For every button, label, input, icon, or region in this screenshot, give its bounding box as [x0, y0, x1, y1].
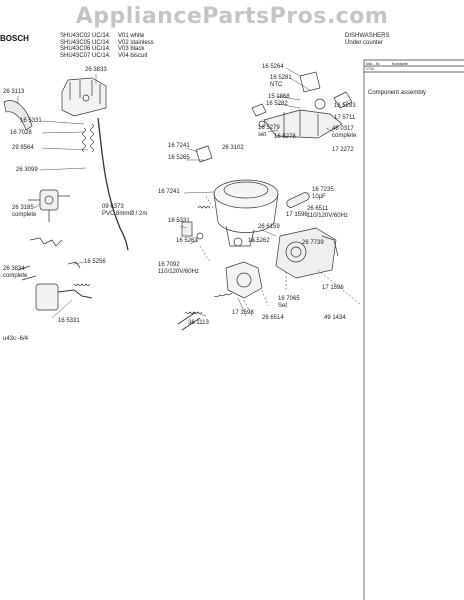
part-number-label: 16 7092 110/120V/60Hz [158, 262, 199, 275]
category-title: DISHWASHERS [345, 33, 390, 39]
section-title: Component assembly [368, 90, 427, 96]
model-line: SHU43C06 UC/14. [60, 46, 111, 53]
part-number-label: 16 5265 [168, 155, 190, 161]
part-number-label: 48 0317 complete [332, 126, 357, 139]
variant-list: V01 white V02 stainless V03 black V04 bi… [118, 33, 154, 59]
part-number-label: 16 5262 [248, 238, 270, 244]
part-number-label: 16 5264 [262, 64, 284, 70]
part-number-label: 26 3833 [85, 67, 107, 73]
part-number-label: 29 8564 [12, 145, 34, 151]
drain-pump-drawing [213, 261, 263, 299]
capacitor-drawing [286, 192, 310, 208]
part-number-label: 16 5263 [176, 238, 198, 244]
part-number-label: 36 1113 [188, 320, 209, 326]
part-number-label: 16 5331 [168, 218, 190, 224]
part-number-label: 16 7241 [168, 143, 190, 149]
pump-lower-left-drawing [35, 261, 93, 311]
part-number-label: 16 7028 [10, 130, 32, 136]
part-number-label: 17 5711 [334, 115, 356, 121]
part-number-label: 26 3113 [3, 89, 25, 95]
part-number-label: 26 3834 complete [3, 266, 28, 279]
circulation-pump-drawing [275, 227, 339, 279]
bracket-part-drawing [61, 77, 107, 117]
mat-nr-label: Mat. - Nr. [366, 62, 381, 66]
part-number-label: 16 5279 set [258, 125, 280, 138]
part-number-label: 26 6159 [258, 224, 280, 230]
cover-part-drawing [3, 100, 33, 131]
connector-drawing [181, 145, 213, 240]
variant-line: V04 biscuit [118, 52, 148, 59]
part-number-label: 16 5256 [84, 259, 106, 265]
part-number-label: 26 3102 [222, 145, 244, 151]
drain-hose-drawing [177, 311, 201, 331]
part-number-label: 16 5331 [20, 118, 42, 124]
model-line: SHU43C02 UC/14. [60, 33, 111, 39]
part-number-label: 49 1434 [324, 315, 346, 321]
category-subtitle: Under counter [345, 40, 384, 46]
part-number-label: 17 1596 [322, 285, 344, 291]
part-number-label: 16 5281 NTC [270, 75, 292, 88]
konstante-label: Konstante [392, 62, 408, 66]
part-number-label: 16 5282 [266, 101, 288, 107]
part-number-label: 26 3185 complete [12, 205, 37, 218]
part-number-label: 17 1596 [286, 212, 308, 218]
drawing-code: u43c -6/4 [3, 336, 29, 342]
part-number-label: 15 1868 [268, 94, 290, 100]
part-number-label: 17 2272 [332, 147, 354, 153]
watermark-text: AppliancePartsPros.com [75, 4, 389, 29]
brand-logo-text: BOSCH [0, 34, 29, 43]
part-number-label: 16 7065 Set [278, 296, 300, 309]
spring-drawing [82, 123, 94, 153]
part-number-label: 16 5331 [58, 318, 80, 324]
variant-line: V03 black [118, 46, 145, 53]
model-line: SHU43C05 UC/14. [60, 39, 111, 46]
sump-housing-drawing [213, 179, 279, 247]
part-number-label: 09 6373 PVC 8mmØ / 2m [102, 204, 148, 217]
part-number-label: 16 7235 10µF [312, 187, 334, 200]
variant-line: V01 white [118, 33, 145, 39]
model-list: SHU43C02 UC/14. SHU43C05 UC/14. SHU43C06… [60, 33, 111, 59]
part-number-label: 26 3099 [16, 167, 38, 173]
part-number-label: 16 7241 [158, 189, 180, 195]
part-number-label: 16 5283 [334, 103, 356, 109]
heater-assembly-drawing [251, 71, 353, 139]
hose-drawing [97, 117, 129, 251]
part-number-label: 26 7739 [302, 240, 324, 246]
variant-line: V02 stainless [118, 39, 154, 46]
mat-nr-value: 2740 [366, 67, 374, 71]
part-number-label: 16 5278 [274, 134, 296, 140]
model-line: SHU43C07 UC/14. [60, 52, 111, 59]
part-number-label: 26 6514 [262, 315, 284, 321]
part-number-label: 17 1598 [232, 310, 254, 316]
part-number-label: 26 6511 110/120V/60Hz [307, 206, 348, 219]
valve-drawing [28, 189, 70, 222]
